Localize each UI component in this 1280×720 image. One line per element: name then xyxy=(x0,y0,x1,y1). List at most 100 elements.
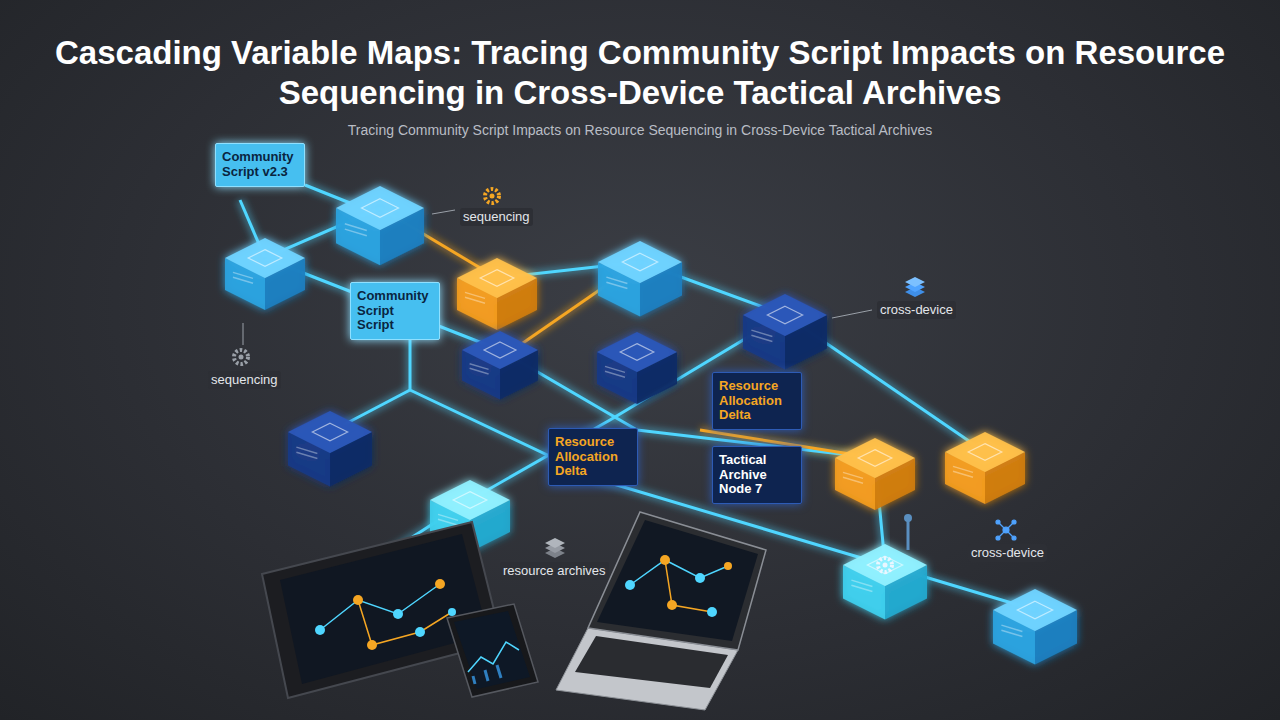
stack-icon xyxy=(545,538,565,548)
cube-side-stripes xyxy=(751,330,772,341)
wire-glow xyxy=(305,185,350,203)
gear-icon-hub xyxy=(239,355,244,360)
screen-node xyxy=(367,640,377,650)
cube-top-icon xyxy=(484,342,516,358)
gear-icon xyxy=(234,350,248,364)
wire-line xyxy=(305,185,350,203)
cube-top-face xyxy=(835,438,915,478)
cube-side-stripes xyxy=(470,364,489,374)
isometric-cube xyxy=(993,589,1077,665)
cube-top-face xyxy=(843,544,927,586)
gear-icon-hub xyxy=(883,563,888,568)
delta-panel: Resource Allocation Delta xyxy=(712,372,802,430)
stand-pin xyxy=(907,518,910,550)
laptop-screen xyxy=(597,520,758,641)
network-icon-dot xyxy=(996,520,1000,524)
gear-icon xyxy=(878,558,892,572)
cube-side-stripes xyxy=(605,366,625,377)
screen-network xyxy=(630,560,728,585)
stack-icon xyxy=(905,277,925,287)
cube-top-face xyxy=(430,480,510,520)
wire-glow xyxy=(785,315,985,452)
phone-screen xyxy=(454,611,530,689)
cube-side-stripes xyxy=(606,277,627,288)
isometric-cube xyxy=(843,544,927,620)
cube-top-face xyxy=(336,186,424,230)
phone-chart xyxy=(468,642,519,672)
cube-top-face xyxy=(743,294,827,336)
screen-node xyxy=(695,573,705,583)
screen-node xyxy=(625,580,635,590)
phone-chart-bar xyxy=(485,670,488,681)
cube-top-icon xyxy=(248,250,282,267)
network-icon-dot xyxy=(1012,536,1016,540)
icon-label: sequencing xyxy=(460,208,533,226)
cube-top-icon xyxy=(480,270,514,287)
icon-label: resource archives xyxy=(500,562,609,580)
panel-text: Resource Allocation Delta xyxy=(719,379,795,423)
screen-node xyxy=(393,609,403,619)
cube-top-face xyxy=(225,238,305,278)
phone-chart-bar xyxy=(497,665,501,678)
cube-side-stripes xyxy=(953,466,973,477)
screen-node xyxy=(707,607,717,617)
script-panel: Community Script Script xyxy=(350,282,440,340)
cube-top-face xyxy=(993,589,1077,631)
screen-node xyxy=(448,608,456,616)
screen-network xyxy=(358,600,452,645)
screen-network xyxy=(665,560,712,612)
isometric-cube xyxy=(336,186,424,265)
cube-top-face xyxy=(457,258,537,298)
wire-line xyxy=(520,262,640,345)
gear-icon xyxy=(485,189,499,203)
icon-label: cross-device xyxy=(968,544,1047,562)
phone-body xyxy=(447,604,538,697)
laptop-lid xyxy=(588,512,766,650)
isometric-cube xyxy=(835,438,915,510)
cube-top-face xyxy=(288,411,372,453)
screen-node xyxy=(435,579,445,589)
phone-device xyxy=(447,604,538,697)
diagram-title: Cascading Variable Maps: Tracing Communi… xyxy=(20,33,1260,113)
script-panel: Community Script v2.3 xyxy=(215,143,305,187)
cube-top-icon xyxy=(453,492,487,509)
screen-node xyxy=(724,562,732,570)
cube-top-icon xyxy=(858,450,892,467)
screen-node xyxy=(667,600,677,610)
network-icon-dot xyxy=(1012,520,1016,524)
panel-text: Tactical Archive Node 7 xyxy=(719,453,795,497)
cube-top-face xyxy=(597,332,677,372)
leader-line xyxy=(432,210,455,214)
cube-top-icon xyxy=(622,253,657,271)
cube-top-icon xyxy=(767,306,802,324)
panel-text: Resource Allocation Delta xyxy=(555,435,631,479)
cube-top-icon xyxy=(620,344,654,361)
isometric-cube xyxy=(598,241,682,317)
cube-side-stripes xyxy=(233,272,253,283)
panel-text: Community Script Script xyxy=(357,289,433,333)
subtitle: Tracing Community Script Impacts on Reso… xyxy=(0,121,1280,139)
cube-top-face xyxy=(598,241,682,283)
cube-top-icon xyxy=(312,423,347,441)
screen-node xyxy=(315,625,325,635)
cube-top-icon xyxy=(362,199,399,217)
cube-side-stripes xyxy=(851,580,872,591)
wire-line xyxy=(785,315,985,452)
cube-side-stripes xyxy=(345,224,367,236)
isometric-cube xyxy=(945,432,1025,504)
tablet-screen xyxy=(280,534,488,684)
cube-side-stripes xyxy=(843,472,863,483)
icon-label: cross-device xyxy=(877,301,956,319)
network-icon-dot xyxy=(1003,527,1009,533)
network-icon xyxy=(996,520,1016,540)
cube-side-stripes xyxy=(1001,625,1022,636)
screen-network xyxy=(320,584,440,630)
phone-chart-bar xyxy=(473,676,475,684)
delta-panel: Resource Allocation Delta xyxy=(548,428,638,486)
cube-side-stripes xyxy=(465,292,485,303)
cube-side-stripes xyxy=(296,447,317,458)
cube-top-face xyxy=(945,432,1025,472)
isometric-cube xyxy=(462,331,538,399)
leader-line xyxy=(243,323,244,345)
